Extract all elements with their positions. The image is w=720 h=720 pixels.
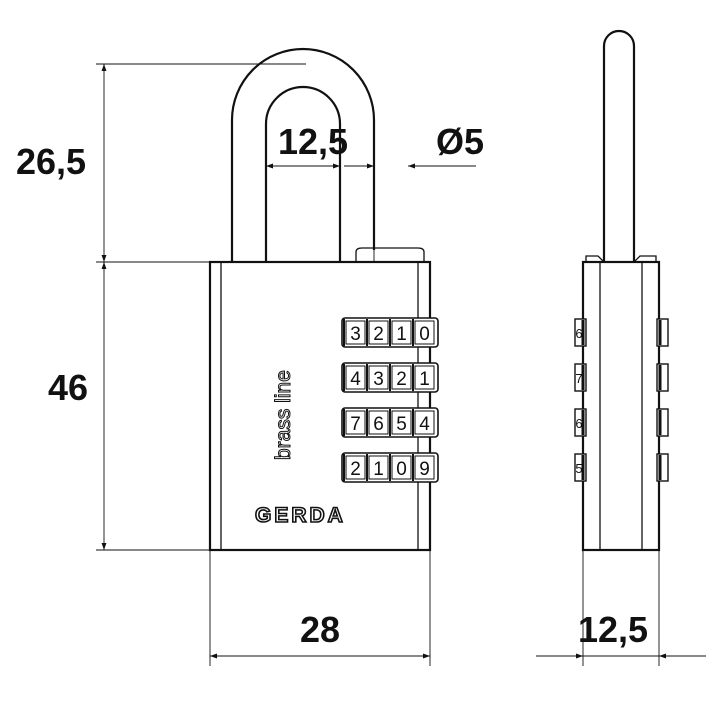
dial-digit: 3 (350, 324, 361, 345)
dial-digit: 4 (419, 414, 430, 435)
dial-digit: 1 (373, 459, 384, 480)
dial-cell (391, 320, 412, 345)
dial-cell (414, 410, 435, 435)
side-dial-edge (574, 453, 587, 482)
dimension-shackle-height: 26,5 (16, 141, 86, 182)
dial-cell (414, 455, 435, 480)
dial-cell (345, 455, 366, 480)
brand-logo: GERDA (255, 504, 346, 527)
dial-cell (368, 455, 389, 480)
dial-cell (391, 410, 412, 435)
dial-digit: 1 (396, 324, 407, 345)
side-dial-edge (656, 453, 669, 482)
dial-digit: 6 (373, 414, 384, 435)
side-dial-edge (656, 363, 669, 392)
dial-cell (345, 320, 366, 345)
dial-digit: 9 (419, 459, 430, 480)
dial-digit: 2 (396, 369, 407, 390)
side-dial-edge (574, 318, 587, 347)
dimension-body-width: 28 (300, 609, 340, 650)
dial-digit: 3 (373, 369, 384, 390)
side-dial-edge (656, 408, 669, 437)
dimension-shackle-inner-width: 12,5 (278, 121, 348, 162)
dial-digit: 4 (350, 369, 361, 390)
front-body (208, 260, 432, 552)
dial-digit: 0 (396, 459, 407, 480)
dial-digit: 0 (419, 324, 430, 345)
side-dial-edge (574, 363, 587, 392)
dial-cell (414, 320, 435, 345)
dial-cell (368, 410, 389, 435)
side-dial-digit: 6 (575, 416, 582, 431)
dial-digit: 2 (350, 459, 361, 480)
dimension-shackle-diameter: Ø5 (436, 121, 484, 162)
dial-cell (345, 365, 366, 390)
dial-cell (345, 410, 366, 435)
side-dial-digit: 6 (575, 326, 582, 341)
dial-cell (391, 365, 412, 390)
dial-cell (368, 365, 389, 390)
dimension-body-height: 46 (48, 367, 88, 408)
side-dial-digit: 5 (575, 461, 582, 476)
side-dial-edge (656, 318, 669, 347)
front-shackle (230, 47, 425, 262)
side-dial-edge (574, 408, 587, 437)
dimension-lines (96, 63, 706, 666)
dial-digit: 7 (350, 414, 361, 435)
dial-digit: 1 (419, 369, 430, 390)
side-dials: 6 7 6 5 (574, 318, 669, 482)
dial-cell (391, 455, 412, 480)
dial-cell (368, 320, 389, 345)
side-dial-digit: 7 (575, 371, 582, 386)
dial-digit: 2 (373, 324, 384, 345)
dimension-body-depth: 12,5 (578, 609, 648, 650)
dial-cell (414, 365, 435, 390)
dial-digit: 5 (396, 414, 407, 435)
engraving-text: brass line (272, 370, 295, 460)
side-view: 6 7 6 5 (574, 29, 669, 552)
